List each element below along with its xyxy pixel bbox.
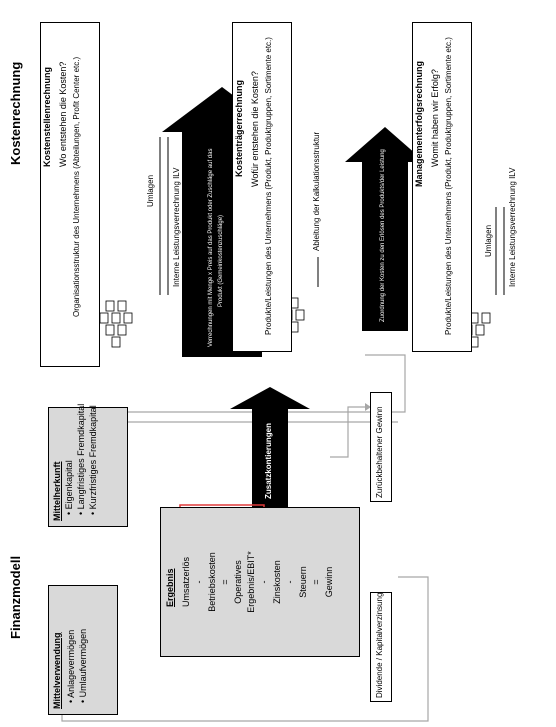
kostenstellen-umlagen: Umlagen	[146, 174, 155, 207]
ergebnis-line: Umsatzerlös	[181, 557, 191, 608]
kostenrechnung-title: Kostenrechnung	[8, 61, 23, 165]
management-title: Managementerfolgsrechnung	[414, 60, 424, 187]
ergebnis-line: Betriebskosten	[207, 552, 217, 612]
kostentraeger-detail: Produkte/Leistungen des Unternehmens (Pr…	[264, 37, 273, 335]
connector-ergebnis-gewinn	[330, 406, 365, 458]
ergebnis-line: -	[259, 580, 269, 584]
mittelherkunft-title: Mittelherkunft	[52, 461, 62, 522]
org-chart-icon-1	[99, 300, 133, 348]
kostentraeger-ableitung: Ableitung der Kalkulationsstruktur	[312, 131, 321, 251]
arrow2-line1: Zuordnung der Kosten zu den Erlösen des …	[380, 149, 386, 322]
arrowhead-gewinn	[365, 403, 371, 411]
ergebnis-line: Ergebnis/EBIT*	[246, 551, 256, 613]
gewinn-label: Zurückbehaltener Gewinn	[375, 406, 384, 498]
ergebnis-lines: Umsatzerlös - Betriebskosten = Operative…	[180, 527, 336, 637]
ergebnis-line: -	[194, 580, 204, 584]
mittelverwendung-item-2: • Umlaufvermögen	[78, 628, 88, 703]
kostentraeger-box	[232, 22, 292, 352]
mittelherkunft-item-2: • Langfristiges Fremdkapital	[76, 403, 86, 515]
management-ilv: Interne Leistungsverrechnung ILV	[508, 167, 517, 287]
arrow1-line1: Verrechnungen mit Menge x Preis auf das …	[208, 148, 214, 347]
finanzmodell-title: Finanzmodell	[8, 555, 23, 639]
mittelverwendung-title: Mittelverwendung	[52, 632, 62, 709]
kostenstellen-detail: Organisationsstruktur des Unternehmens (…	[72, 56, 81, 317]
ergebnis-line: =	[311, 579, 321, 585]
mittelverwendung-item-1: • Anlagevermögen	[66, 629, 76, 703]
mittelherkunft-item-3: • Kurzfristiges Fremdkapital	[88, 405, 98, 515]
arrow-traeger-management	[345, 127, 425, 331]
management-question: Womit haben wir Erfolg?	[430, 69, 440, 167]
ergebnis-line: -	[285, 580, 295, 584]
arrow1-line2: Produkt (Gemeinkostenzuschläge)	[218, 214, 224, 307]
connector-herkunft-2	[94, 421, 398, 441]
ergebnis-line: Zinskosten	[272, 560, 282, 604]
management-umlagen: Umlagen	[484, 224, 493, 257]
kostentraeger-title: Kostenträgerrechnung	[234, 79, 244, 177]
mittelherkunft-item-1: • Eigenkapital	[64, 460, 74, 515]
kostenstellen-question: Wo entstehen die Kosten?	[58, 61, 68, 167]
dividende-label: Dividende / Kapitalverzinsung	[375, 592, 384, 698]
zusatz-label: Zusatzkontierungen	[264, 422, 273, 499]
kostenstellen-title: Kostenstellenrechnung	[42, 66, 52, 167]
management-detail: Produkte/Leistungen des Unternehmens (Pr…	[444, 37, 453, 335]
kostenstellen-ilv: Interne Leistungsverrechnung ILV	[172, 167, 181, 287]
ergebnis-line: =	[220, 579, 230, 585]
kostentraeger-question: Wofür entstehen die Kosten?	[250, 71, 260, 187]
ergebnis-line: Steuern	[298, 566, 308, 598]
connector-mittelverwendung	[61, 576, 429, 722]
connector-mittelherkunft	[87, 354, 406, 427]
zusatz-arrow-body	[230, 387, 310, 507]
ergebnis-line: Gewinn	[324, 566, 334, 598]
ergebnis-line: Operatives	[233, 560, 243, 604]
ergebnis-title: Ergebnis	[165, 568, 175, 607]
